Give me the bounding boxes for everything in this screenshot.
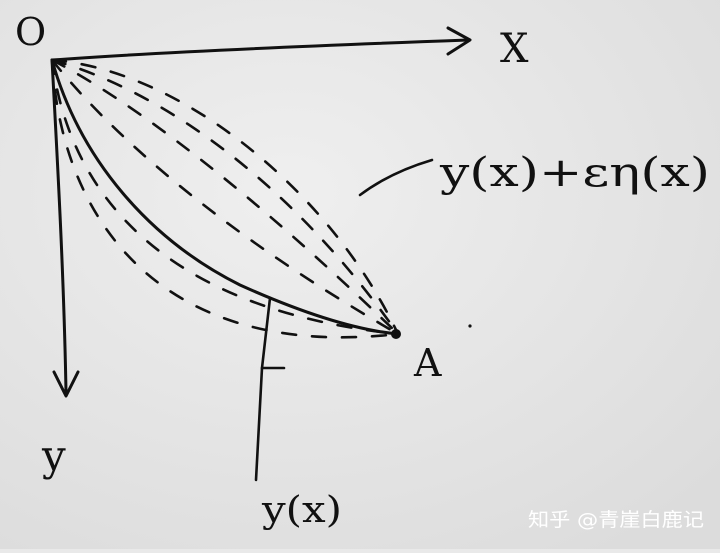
x-axis-label: X [500, 26, 529, 72]
perturbed-curve-dashed-5 [50, 58, 400, 336]
watermark: 知乎 @青崖白鹿记 [528, 509, 704, 531]
perturbed-curve-label: y(x)+εη(x) [439, 150, 710, 196]
origin-label: O [15, 10, 46, 54]
x-axis-line [50, 38, 470, 62]
y-axis-label: y [41, 431, 66, 480]
y-axis-line [50, 58, 68, 394]
y-axis-arrowhead [52, 370, 80, 398]
extremal-curve [50, 58, 400, 336]
perturbed-curve-dashed-1 [50, 58, 400, 336]
perturbed-curve-dashed-2 [50, 58, 400, 336]
perturbed-curve-dashed-6 [50, 58, 400, 339]
perturbed-curve-dashed-3 [50, 58, 400, 336]
x-axis-arrowhead [446, 26, 472, 56]
perturbed-label-pointer [358, 158, 434, 197]
perturbed-curve-dashed-4 [50, 58, 400, 336]
curve-label: y(x) [261, 490, 342, 531]
endpoint-label: A [413, 341, 442, 385]
stray-dot [468, 324, 472, 328]
